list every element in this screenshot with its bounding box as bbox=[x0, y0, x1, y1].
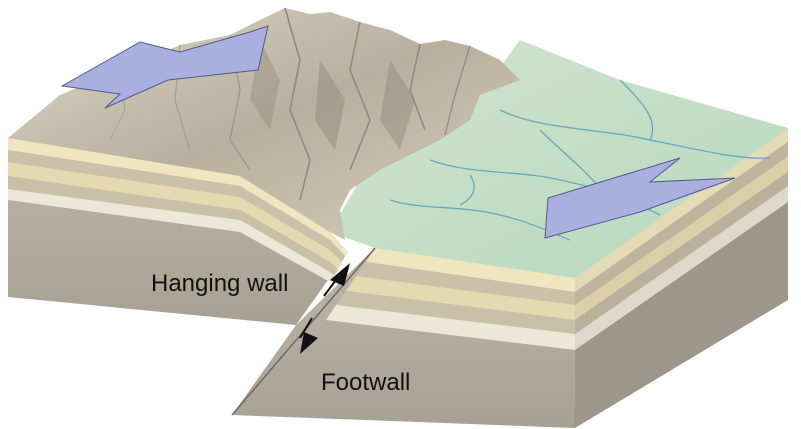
mountain-shadow bbox=[315, 60, 345, 150]
stratum-band bbox=[8, 150, 345, 262]
stratum-band bbox=[8, 176, 338, 276]
stratum-band bbox=[575, 128, 788, 292]
mountain-ridge bbox=[409, 43, 426, 131]
hanging-wall-label: Hanging wall bbox=[151, 270, 288, 297]
river-channel bbox=[499, 109, 771, 159]
stratum-band bbox=[336, 291, 575, 334]
floodplain-surface bbox=[330, 40, 788, 278]
extension-arrow-right bbox=[544, 157, 736, 239]
footwall-label: Footwall bbox=[321, 369, 410, 396]
river-channel bbox=[539, 129, 601, 189]
stratum-band bbox=[8, 189, 334, 282]
mountain-ridge bbox=[349, 21, 371, 171]
stratum-band bbox=[575, 186, 788, 350]
stratum-band bbox=[346, 276, 575, 320]
extension-arrow-left bbox=[60, 25, 269, 109]
stratum-band bbox=[356, 262, 575, 305]
mountain-ridge bbox=[284, 7, 311, 201]
stratum-band bbox=[575, 156, 788, 320]
stratum-band bbox=[575, 142, 788, 305]
stratum-band bbox=[326, 305, 575, 350]
stratum-band bbox=[366, 248, 575, 292]
slip-arrow-up bbox=[323, 263, 350, 297]
slip-arrow-down bbox=[299, 317, 318, 354]
stratum-band bbox=[8, 162, 342, 270]
mountain-ridge bbox=[444, 45, 471, 136]
stratum-band bbox=[8, 138, 348, 256]
mountain-shadow bbox=[380, 60, 415, 150]
river-channel bbox=[619, 79, 654, 141]
stratum-band bbox=[575, 172, 788, 334]
footwall-block bbox=[232, 128, 788, 428]
river-channel bbox=[459, 174, 475, 206]
hanging-wall-block bbox=[8, 138, 348, 325]
